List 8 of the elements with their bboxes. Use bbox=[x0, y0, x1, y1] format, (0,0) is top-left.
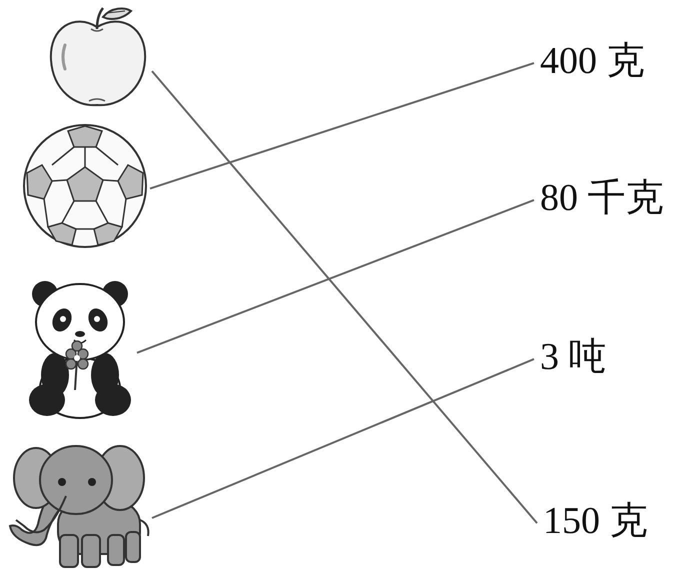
matching-line bbox=[136, 199, 534, 354]
weight-label: 3 吨 bbox=[540, 336, 606, 378]
weight-label: 400 克 bbox=[540, 40, 644, 82]
weight-label: 150 克 bbox=[543, 500, 648, 542]
weight-label: 80 千克 bbox=[540, 177, 664, 219]
matching-line bbox=[150, 62, 534, 190]
matching-line bbox=[152, 358, 534, 519]
matching-line bbox=[151, 70, 538, 524]
